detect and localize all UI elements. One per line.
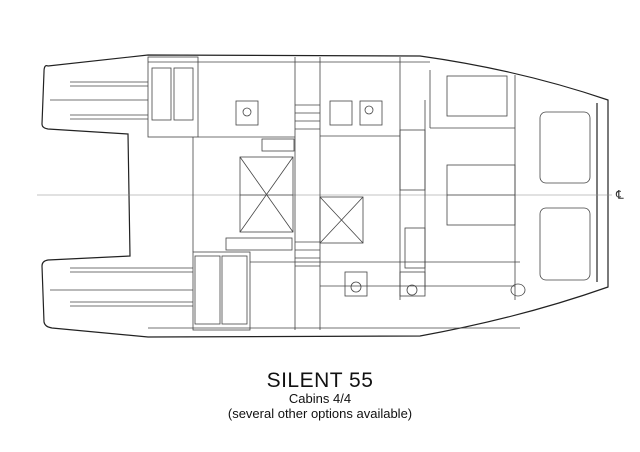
deck-layout-plan	[37, 54, 612, 338]
options-note: (several other options available)	[227, 406, 413, 421]
cabin-configuration: Cabins 4/4	[288, 391, 352, 406]
hatches	[239, 156, 364, 244]
heads	[235, 100, 526, 297]
bow-windows	[539, 111, 591, 281]
hull-outline	[41, 54, 609, 338]
model-title: SILENT 55	[266, 369, 374, 392]
salon-walls	[147, 56, 520, 331]
settees	[225, 129, 426, 269]
stairs	[295, 104, 320, 267]
stern-steps	[50, 81, 193, 307]
centerline-symbol: ℄	[616, 188, 624, 202]
berths	[151, 67, 516, 325]
